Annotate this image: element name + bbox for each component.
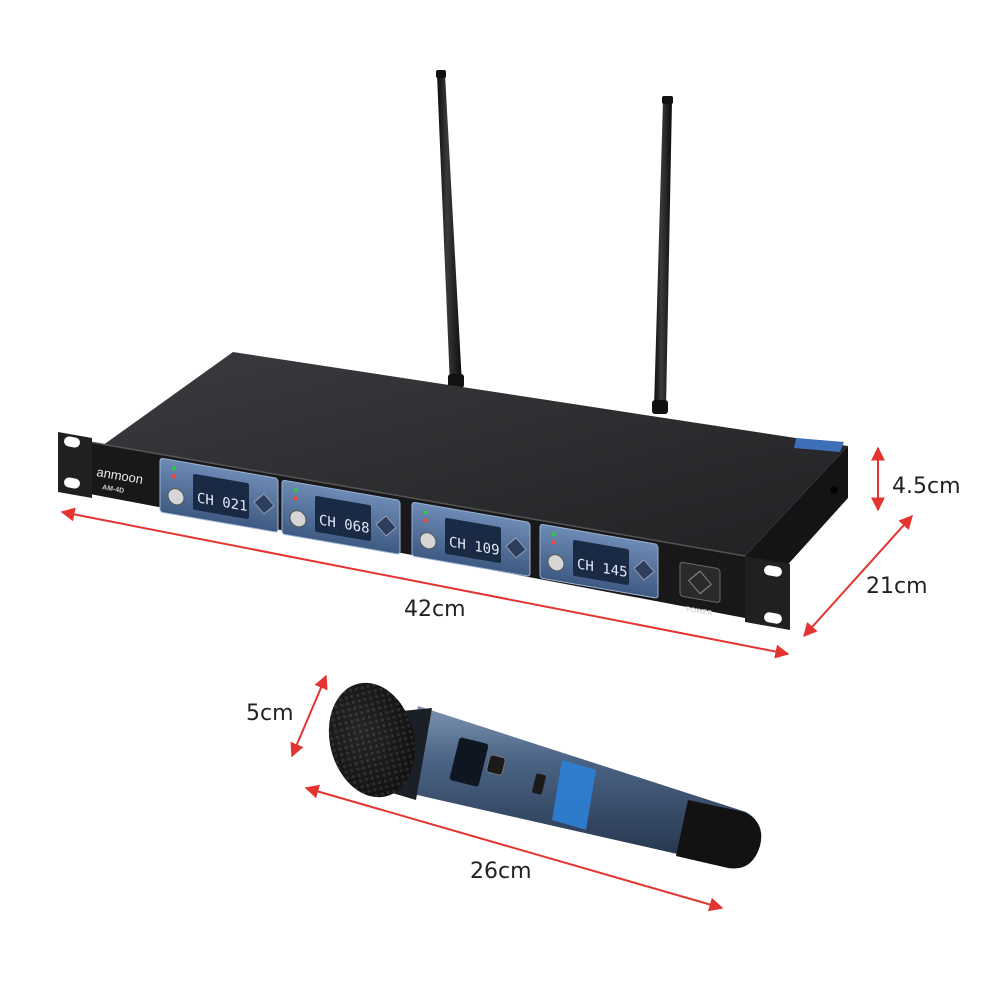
- dimension-arrow-height: 4.5cm: [871, 446, 961, 512]
- dimension-arrow-depth: 21cm: [803, 514, 928, 638]
- mic-button[interactable]: [486, 754, 506, 776]
- model-label: AM-4D: [102, 484, 125, 495]
- dimension-arrow-width: 42cm: [60, 507, 790, 659]
- mic-length-label: 26cm: [470, 859, 532, 884]
- antenna-right: [652, 96, 673, 414]
- volume-knob[interactable]: [167, 487, 185, 506]
- power-button[interactable]: [679, 561, 721, 603]
- width-label: 42cm: [404, 597, 466, 622]
- dimension-arrow-mic-diameter: 5cm: [246, 674, 328, 758]
- top-label: [794, 438, 844, 452]
- height-label: 4.5cm: [892, 474, 961, 499]
- end-cap: [676, 800, 762, 869]
- mic-display: [449, 737, 489, 787]
- dimension-arrow-mic-length: 26cm: [304, 784, 724, 912]
- handheld-microphone: [328, 682, 762, 869]
- depth-label: 21cm: [866, 574, 928, 599]
- mic-diameter-label: 5cm: [246, 701, 294, 726]
- antenna-left: [436, 70, 464, 388]
- receiver-top: [99, 352, 848, 556]
